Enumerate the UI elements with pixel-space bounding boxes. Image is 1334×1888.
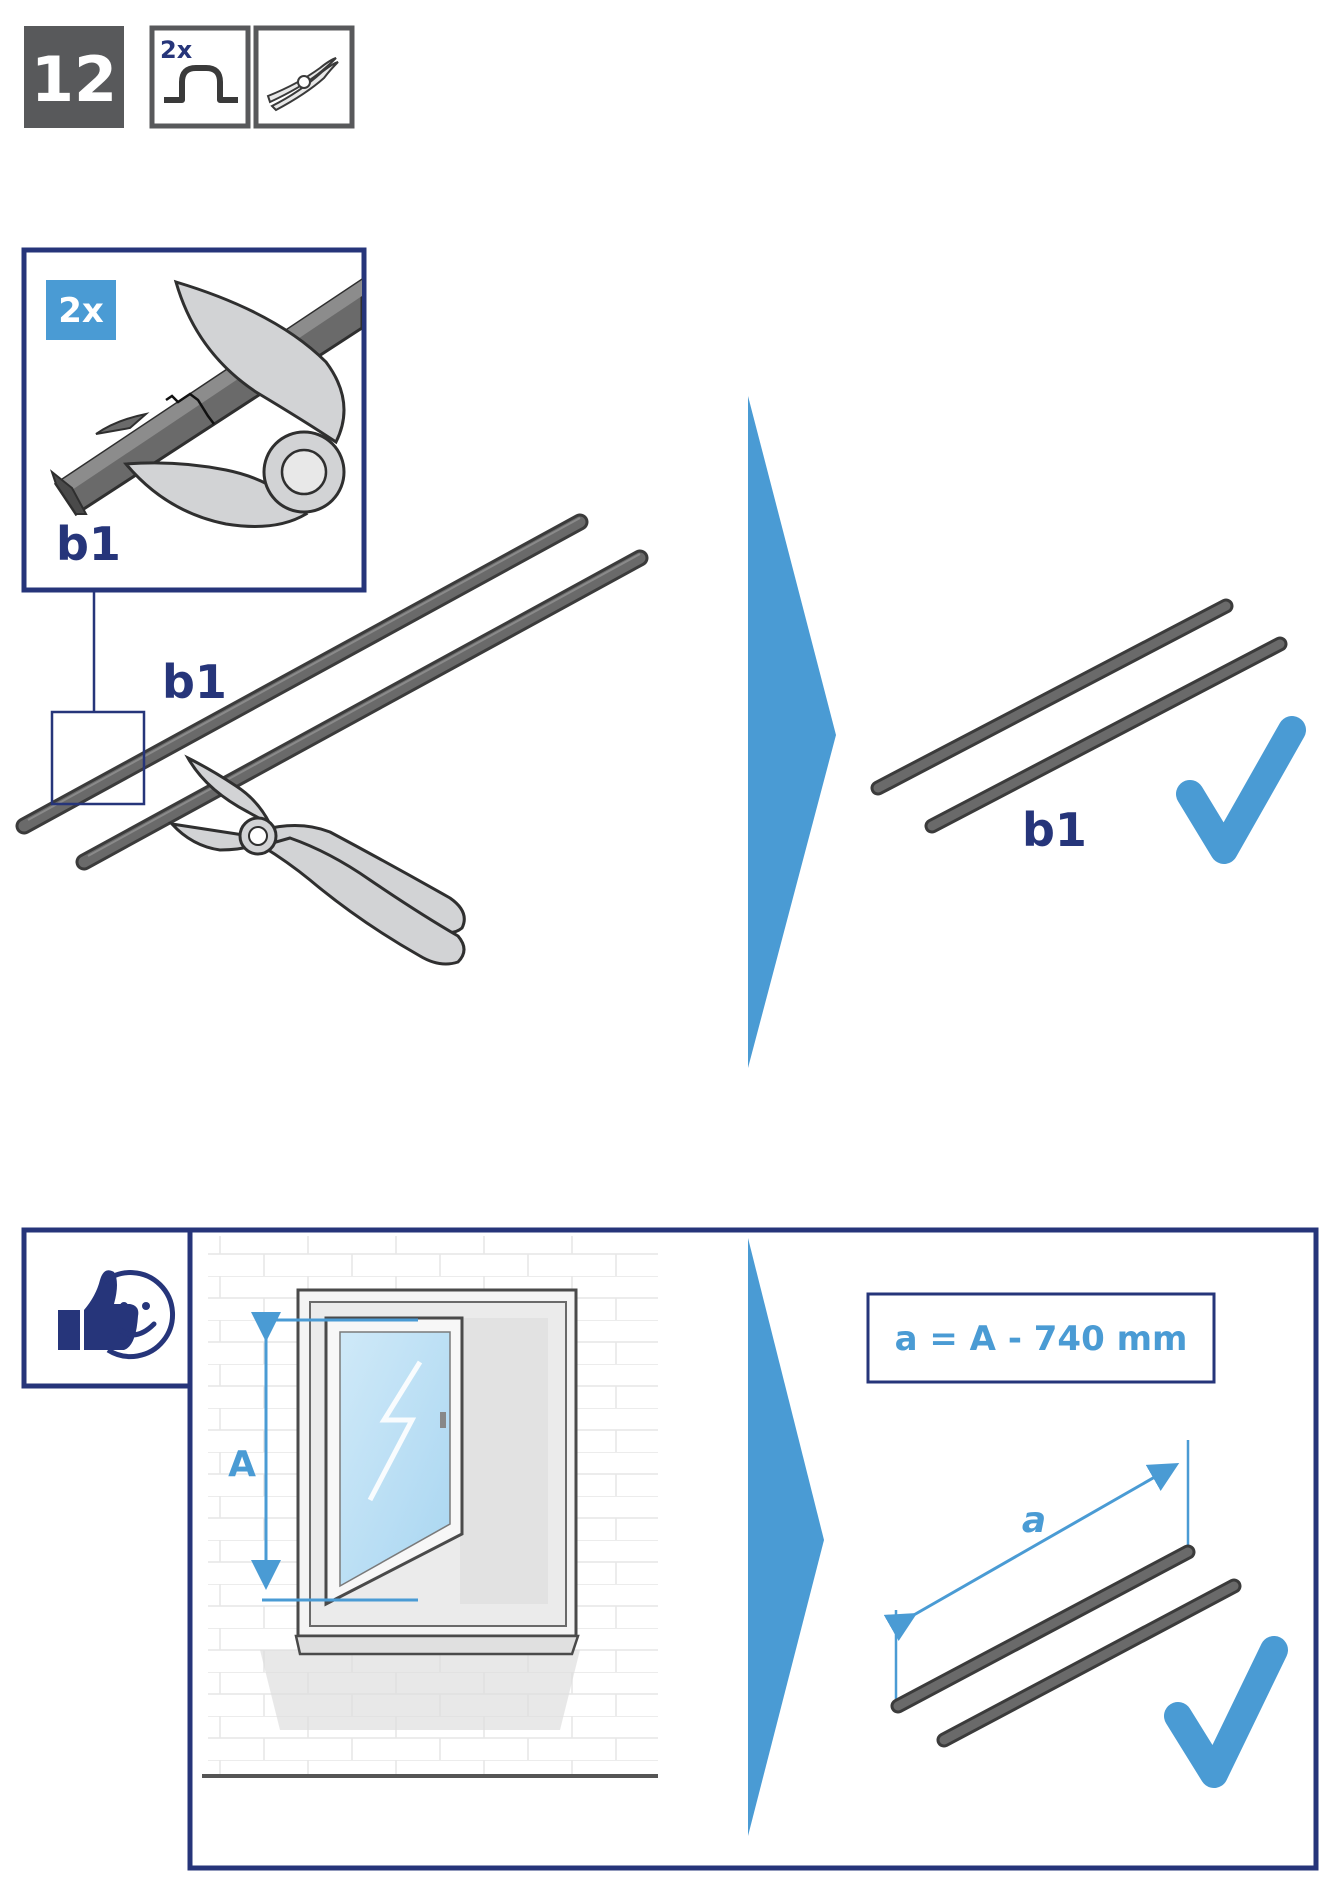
- formula-box: [866, 1292, 1216, 1384]
- window-scene: [202, 1236, 658, 1778]
- step-arrow-bottom: [748, 1238, 824, 1836]
- detail-marker: [50, 710, 146, 806]
- window-sill: [294, 1634, 580, 1656]
- step-header: 12 2x: [24, 25, 355, 129]
- detail-inset: 2x b1: [21, 247, 367, 593]
- seal-strips: [15, 513, 649, 871]
- smiley-icon: [102, 1270, 176, 1359]
- result-part-label: b1: [1022, 803, 1087, 857]
- height-dimension: A: [228, 1312, 418, 1602]
- quantity-label: 2x: [160, 36, 193, 64]
- seal-strip-b1-upper: [15, 513, 589, 835]
- length-dimension: a: [883, 1440, 1190, 1700]
- window-glass: [339, 1331, 451, 1588]
- part-label-b1: b1: [162, 655, 227, 709]
- thumbs-up-icon: [58, 1270, 139, 1350]
- length-label: a: [1022, 1500, 1046, 1541]
- tip-step: A a = A - 740 mm a: [21, 1227, 1319, 1871]
- detail-quantity-label: 2x: [58, 291, 104, 331]
- detail-quantity-badge: [46, 280, 116, 340]
- height-label: A: [228, 1444, 256, 1485]
- seal-strip-b1-lower: [75, 549, 649, 871]
- pliers-illustration: [168, 754, 466, 966]
- detail-part-label: b1: [56, 517, 121, 571]
- pliers-icon: [253, 25, 355, 129]
- formula-text: a = A - 740 mm: [895, 1319, 1188, 1359]
- seal-strip-icon: 2x: [149, 25, 251, 129]
- step-number-box: [24, 26, 124, 128]
- cutting-step: b1 2x b1: [15, 247, 1306, 1068]
- check-icon-top: [1176, 716, 1306, 864]
- cut-strips: [890, 1544, 1242, 1748]
- result-strips: [870, 598, 1288, 834]
- step-arrow-top: [748, 396, 836, 1068]
- check-icon-bottom: [1164, 1636, 1288, 1788]
- step-number: 12: [31, 43, 117, 116]
